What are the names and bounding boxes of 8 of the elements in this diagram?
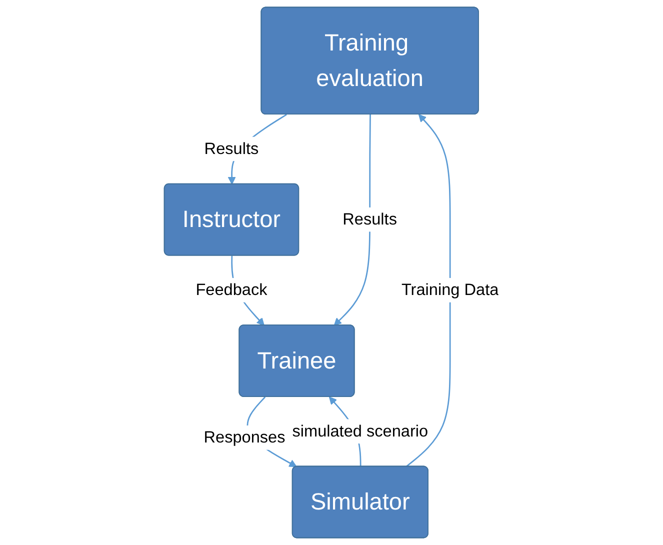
edge-label: Feedback (196, 280, 268, 299)
arrow (406, 114, 451, 468)
edge-label: Training Data (401, 280, 499, 299)
edge-label: Responses (204, 428, 286, 446)
arrow (334, 114, 371, 326)
edge-label: simulated scenario (292, 422, 428, 440)
edge-label: Results (342, 210, 397, 228)
edge-label: Results (204, 139, 259, 158)
